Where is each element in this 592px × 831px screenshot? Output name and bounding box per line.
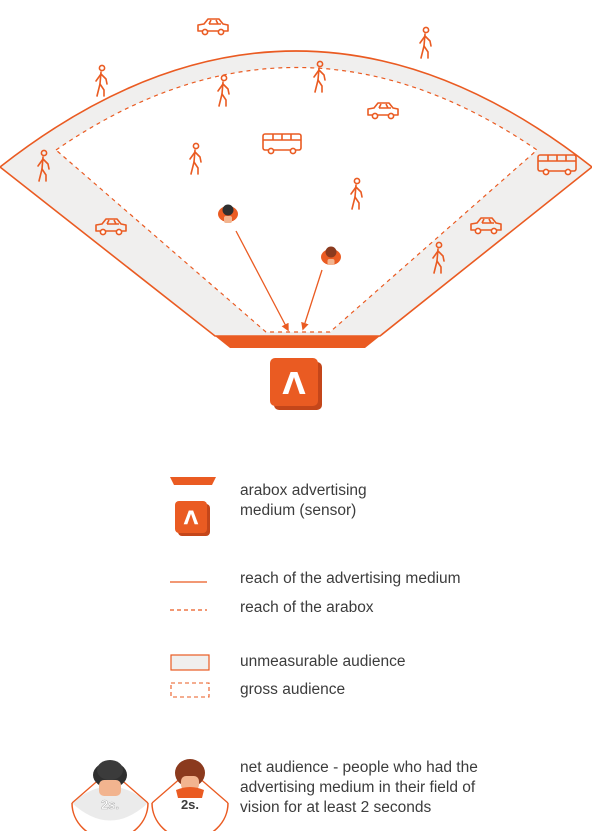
gaze-arrow	[301, 269, 323, 331]
sensor-icon: Λ	[270, 358, 322, 410]
legend-net-line2: advertising medium in their field of	[240, 779, 476, 796]
legend-gross: gross audience	[240, 681, 346, 698]
legend-unmeasurable-box-icon	[170, 654, 210, 671]
gaze-arrow	[235, 230, 289, 332]
pedestrian-icon	[95, 64, 108, 97]
legend-unmeasurable: unmeasurable audience	[240, 653, 406, 670]
advertising-medium-bar	[215, 336, 380, 348]
gross-audience-area	[55, 66, 538, 333]
legend-medium-line1: arabox advertising	[240, 482, 367, 499]
legend-medium-text: arabox advertising medium (sensor)	[240, 481, 367, 521]
pedestrian-icon	[419, 26, 432, 59]
legend-reach-medium: reach of the advertising medium	[240, 570, 461, 587]
legend-net-audience-person-brown: 2s.	[151, 759, 229, 831]
legend-net-line3: vision for at least 2 seconds	[240, 799, 432, 816]
legend-net-text: net audience - people who had the advert…	[240, 758, 478, 818]
legend-gross-box-icon	[170, 682, 210, 698]
legend-net-audience-person-dark: 2s.	[71, 760, 149, 831]
legend-medium-line2: medium (sensor)	[240, 502, 357, 519]
two-seconds-label: 2s.	[181, 797, 199, 812]
sensor-glyph: Λ	[282, 367, 306, 402]
legend-sensor-icon: Λ	[175, 501, 210, 536]
legend-reach-arabox: reach of the arabox	[240, 599, 374, 616]
car-icon	[197, 18, 229, 36]
svg-text:Λ: Λ	[184, 507, 199, 529]
two-seconds-label: 2s.	[101, 797, 119, 812]
legend-medium-bar-icon	[170, 477, 216, 485]
legend-net-line1: net audience - people who had the	[240, 759, 478, 776]
